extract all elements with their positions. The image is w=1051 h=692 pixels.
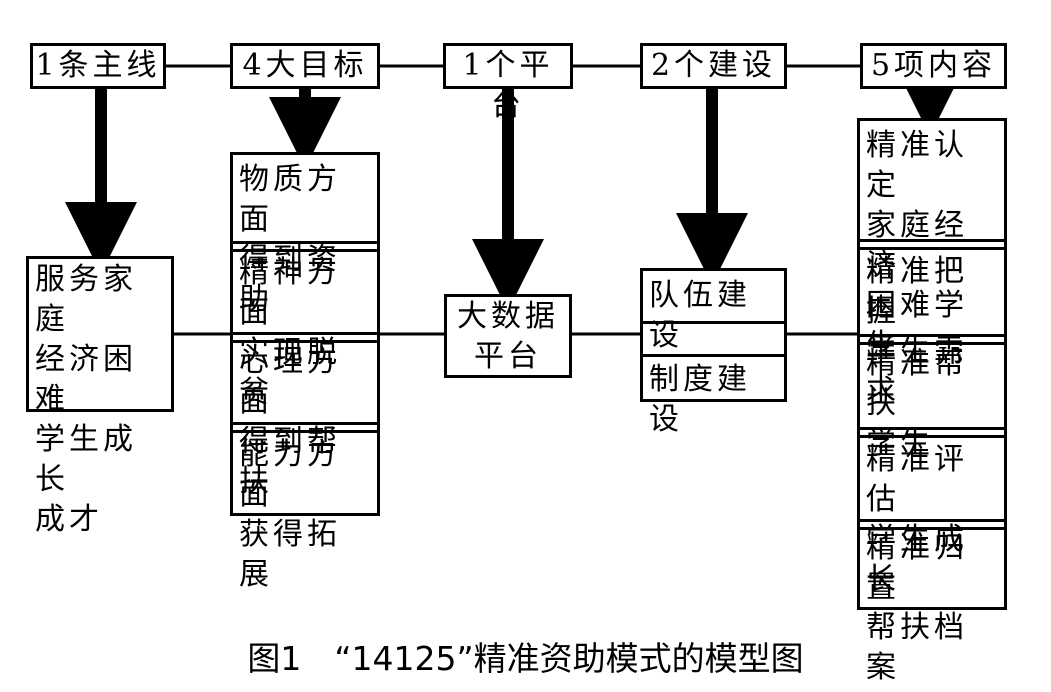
construction-item: 队伍建设 <box>649 278 751 353</box>
construction-item: 制度建设 <box>649 362 751 437</box>
header-platform: 1个平台 <box>443 43 573 123</box>
content-item: 精准归置 帮扶档案 <box>866 530 968 685</box>
contents-box: 精准认定 家庭经济 困难学生 精准把握 学生需求 精准帮扶 学生 精准评估 学生… <box>857 118 1007 685</box>
main-line-box: 服务家庭 经济困难 学生成长 成才 <box>26 256 174 537</box>
figure-caption: 图1 “14125”精准资助模式的模型图 <box>247 639 804 678</box>
goal-item: 心理方面 得到帮扶 <box>239 344 341 499</box>
content-item: 精准把握 学生需求 <box>866 254 968 409</box>
content-separator <box>860 519 1004 522</box>
header-construction: 2个建设 <box>640 43 787 89</box>
construction-separator <box>643 354 784 357</box>
content-separator <box>860 427 1004 430</box>
main-line-text: 服务家庭 经济困难 学生成长 成才 <box>35 262 137 537</box>
platform-text: 大数据 平台 <box>457 299 559 374</box>
header-goals: 4大目标 <box>230 43 380 89</box>
header-contents: 5项内容 <box>860 43 1007 89</box>
content-separator <box>860 247 1004 250</box>
platform-box: 大数据 平台 <box>444 294 572 378</box>
content-item: 精准帮扶 学生 <box>866 346 968 461</box>
goal-item: 能力方面 获得拓展 <box>239 437 341 592</box>
construction-separator <box>643 321 784 324</box>
goal-separator <box>233 340 377 343</box>
construction-box: 队伍建设 制度建设 <box>640 268 787 437</box>
content-separator <box>860 334 1004 337</box>
content-separator <box>860 239 1004 242</box>
content-separator <box>860 342 1004 345</box>
content-item: 精准认定 家庭经济 困难学生 <box>866 128 968 363</box>
goals-box: 物质方面 得到资助 精神方面 实现脱贫 心理方面 得到帮扶 能力方面 获得拓展 <box>230 152 380 592</box>
header-main-line: 1条主线 <box>30 43 166 89</box>
goal-separator <box>233 241 377 244</box>
goal-separator <box>233 422 377 425</box>
goal-separator <box>233 430 377 433</box>
content-separator <box>860 435 1004 438</box>
goal-separator <box>233 332 377 335</box>
goal-separator <box>233 249 377 252</box>
content-separator <box>860 527 1004 530</box>
goal-item: 物质方面 得到资助 <box>239 162 341 317</box>
